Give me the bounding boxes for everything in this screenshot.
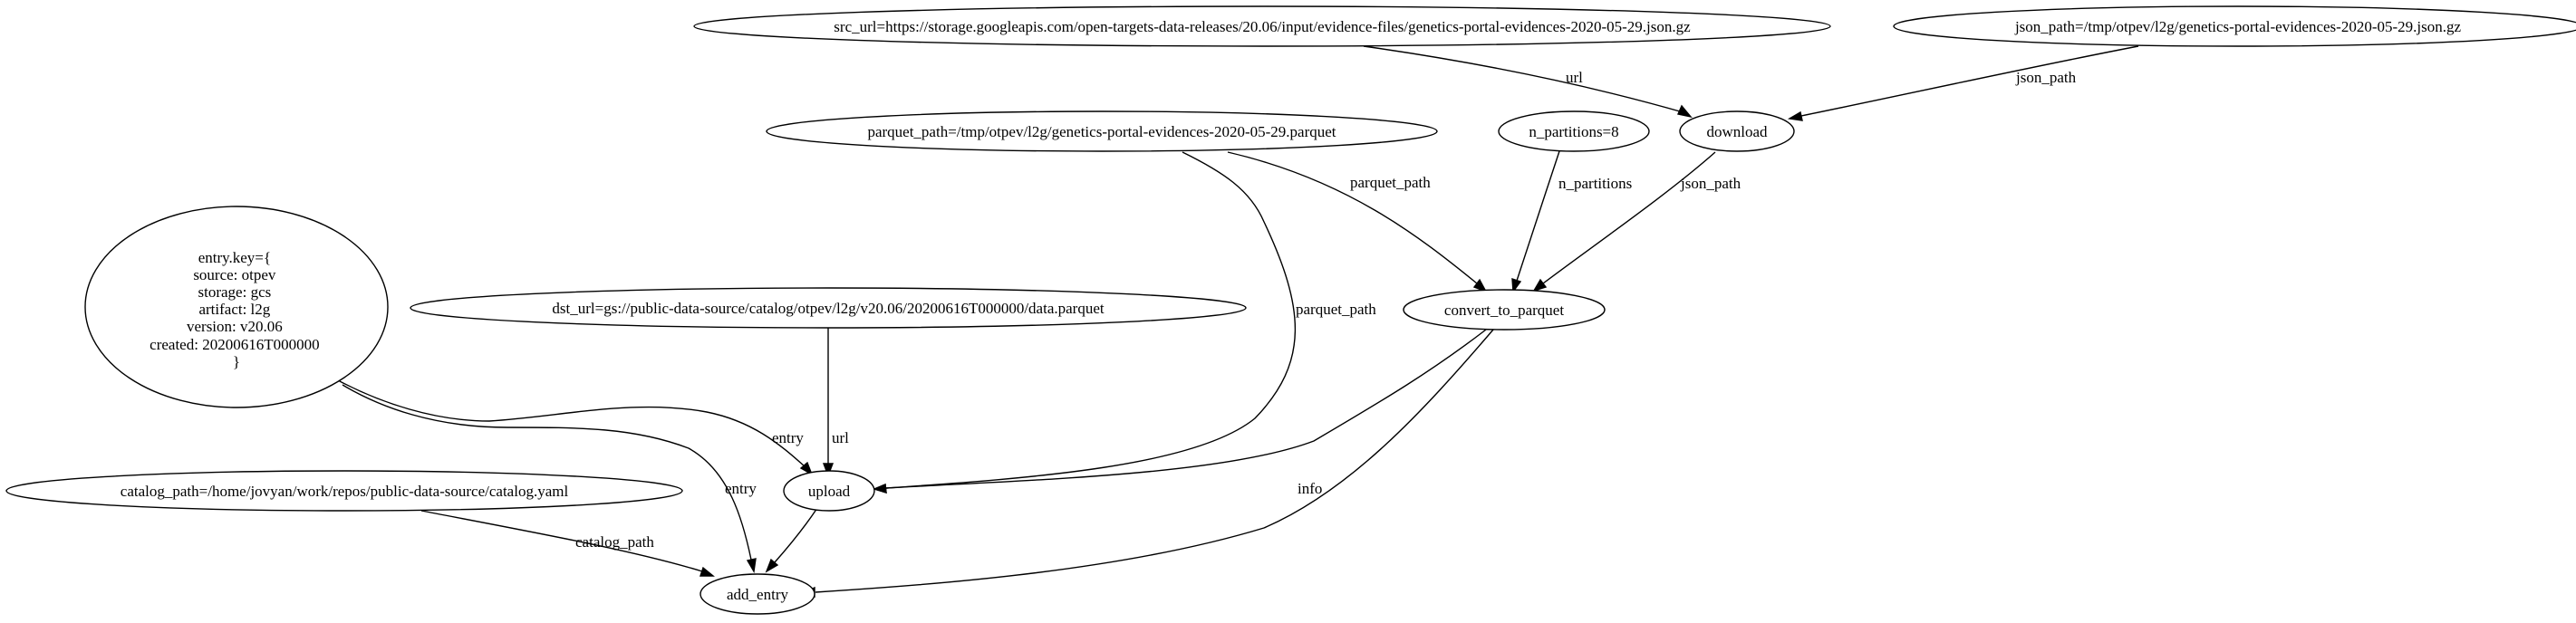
edge-label-catalog-path: catalog_path [575,533,654,551]
edge-label-url: url [1566,69,1583,86]
node-label: entry.key={ source: otpev storage: gcs a… [150,249,323,370]
edge-label-json-path: json_path [1680,175,1741,192]
node-upload: upload [783,470,875,512]
node-dst-url: dst_url=gs://public-data-source/catalog/… [410,287,1247,329]
node-label: parquet_path=/tmp/otpev/l2g/genetics-por… [867,123,1336,140]
node-n-partitions: n_partitions=8 [1498,110,1650,152]
node-label: catalog_path=/home/jovyan/work/repos/pub… [121,483,569,500]
edge-entry-to-add-entry: entry [342,384,757,574]
entry-key-line: artifact: l2g [198,301,270,318]
edge-src-url-to-download: url [1363,45,1693,119]
edge-json-path-to-download: json_path [1787,45,2139,121]
edge-label-info: info [1298,480,1322,497]
edge-label-n-partitions: n_partitions [1558,175,1632,192]
edge-dst-url-to-upload: url [822,327,849,477]
edge-label-parquet-path: parquet_path [1350,174,1431,191]
edge-label-entry: entry [725,480,757,497]
edge-label-entry: entry [772,429,804,446]
node-src-url: src_url=https://storage.googleapis.com/o… [693,5,1831,47]
node-convert-to-parquet: convert_to_parquet [1403,289,1606,331]
edge-n-partitions-to-convert: n_partitions [1511,150,1632,293]
edge-convert-to-upload [872,329,1487,494]
edge-download-to-convert: json_path [1532,151,1741,292]
entry-key-line: source: otpev [193,266,276,283]
node-label: dst_url=gs://public-data-source/catalog/… [552,300,1104,317]
edge-parquet-path-to-convert: parquet_path [1227,151,1488,293]
edge-upload-to-add-entry [765,507,818,573]
node-label: upload [808,483,851,500]
node-catalog-path: catalog_path=/home/jovyan/work/repos/pub… [5,470,683,512]
node-label: json_path=/tmp/otpev/l2g/genetics-portal… [2014,18,2462,35]
edge-catalog-path-to-add-entry: catalog_path [420,510,715,577]
edge-label-url: url [832,429,849,446]
node-entry-key: entry.key={ source: otpev storage: gcs a… [84,206,389,408]
node-download: download [1679,110,1795,152]
node-add-entry: add_entry [699,573,815,615]
entry-key-line: storage: gcs [198,283,272,301]
node-parquet-path: parquet_path=/tmp/otpev/l2g/genetics-por… [766,110,1438,152]
node-json-path: json_path=/tmp/otpev/l2g/genetics-portal… [1893,5,2576,47]
node-label: n_partitions=8 [1529,123,1618,140]
node-label: add_entry [727,586,788,603]
node-label: convert_to_parquet [1444,302,1564,319]
edge-label-json-path: json_path [2015,69,2077,86]
entry-key-line: entry.key={ [198,249,271,266]
edge-label-parquet-path: parquet_path [1296,301,1376,318]
edge-entry-to-upload: entry [337,379,814,476]
edge-convert-to-add-entry: info [801,329,1494,598]
node-label: src_url=https://storage.googleapis.com/o… [834,18,1691,35]
node-label: download [1706,123,1768,140]
entry-key-line: } [233,353,240,370]
entry-key-line: created: 20200616T000000 [150,336,319,353]
entry-key-line: version: v20.06 [187,318,283,335]
